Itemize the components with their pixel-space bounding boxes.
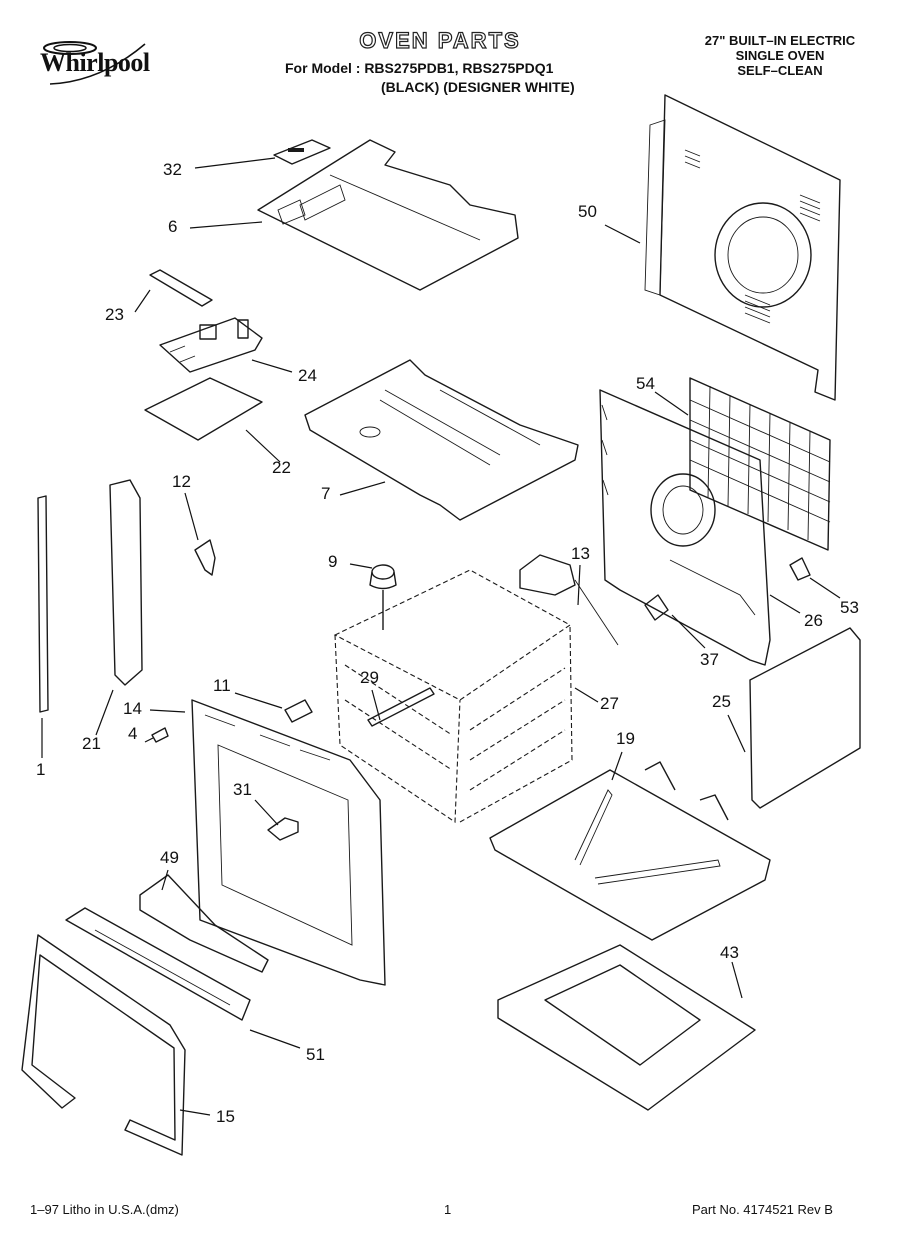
part-11-lamp-socket (284, 699, 313, 723)
model-numbers: For Model : RBS275PDB1, RBS275PDQ1 (285, 60, 554, 76)
part-25-side-panel (749, 627, 861, 809)
callout-7: 7 (321, 484, 331, 503)
callout-12: 12 (172, 472, 191, 491)
callout-22: 22 (272, 458, 291, 477)
part-22-plate (144, 377, 263, 441)
product-line-3: SELF–CLEAN (737, 63, 823, 78)
page-number: 1 (444, 1202, 452, 1217)
part-43-drawer-pan (497, 944, 756, 1111)
callout-54: 54 (636, 374, 655, 393)
callout-43: 43 (720, 943, 739, 962)
part-24-terminal-block (159, 317, 263, 373)
callout-24: 24 (298, 366, 317, 385)
part-13-heating-element (519, 554, 619, 646)
model-variants: (BLACK) (DESIGNER WHITE) (381, 79, 575, 95)
callout-53: 53 (840, 598, 859, 617)
callout-13: 13 (571, 544, 590, 563)
part-19-bottom-tray (489, 761, 771, 941)
callout-15: 15 (216, 1107, 235, 1126)
callout-4: 4 (128, 724, 138, 743)
callout-27: 27 (600, 694, 619, 713)
product-line-1: 27" BUILT–IN ELECTRIC (704, 33, 856, 48)
part-53-clip (789, 557, 811, 581)
part-21-side-rail (109, 479, 143, 686)
callout-21: 21 (82, 734, 101, 753)
leader-lines (41, 157, 841, 1116)
brand-name: Whirlpool (40, 48, 150, 77)
callout-14: 14 (123, 699, 142, 718)
product-description: 27" BUILT–IN ELECTRIC SINGLE OVEN SELF–C… (660, 33, 897, 78)
callout-26: 26 (804, 611, 823, 630)
part-49-trim (139, 874, 269, 973)
part-50-rear-panel (644, 94, 841, 401)
callout-6: 6 (168, 217, 178, 236)
product-line-2: SINGLE OVEN (735, 48, 825, 63)
part-14-front-frame (191, 699, 386, 986)
callout-50: 50 (578, 202, 597, 221)
part-9-thermostat (369, 564, 397, 630)
callout-23: 23 (105, 305, 124, 324)
part-6-top-cover (257, 139, 519, 291)
part-27-oven-cavity (333, 569, 573, 824)
callout-9: 9 (328, 552, 338, 571)
part-29-probe (367, 687, 435, 727)
part-32-plate (273, 139, 331, 165)
part-54-insulation (689, 377, 831, 551)
part-number: Part No. 4174521 Rev B (692, 1202, 833, 1217)
callout-11: 11 (213, 676, 231, 695)
part-31-switch (267, 817, 299, 841)
part-15-door-gasket (21, 934, 186, 1156)
callout-31: 31 (233, 780, 252, 799)
callout-25: 25 (712, 692, 731, 711)
callout-1: 1 (36, 760, 46, 779)
whirlpool-logo-icon (43, 41, 146, 85)
part-37-fan-blade (644, 594, 669, 621)
callout-51: 51 (306, 1045, 325, 1064)
part-1-trim-strip (37, 495, 49, 713)
part-23-bracket (149, 269, 213, 307)
callout-37: 37 (700, 650, 719, 669)
callout-32: 32 (163, 160, 182, 179)
part-12-harness (194, 539, 216, 576)
callout-19: 19 (616, 729, 635, 748)
callout-49: 49 (160, 848, 179, 867)
part-51-vent-trim (65, 907, 251, 1021)
part-26-oven-back (599, 389, 771, 666)
callout-29: 29 (360, 668, 379, 687)
part-7-tray (304, 359, 579, 521)
part-4-screw (151, 727, 169, 743)
page-title: OVEN PARTS (359, 27, 521, 53)
print-info: 1–97 Litho in U.S.A.(dmz) (30, 1202, 179, 1217)
